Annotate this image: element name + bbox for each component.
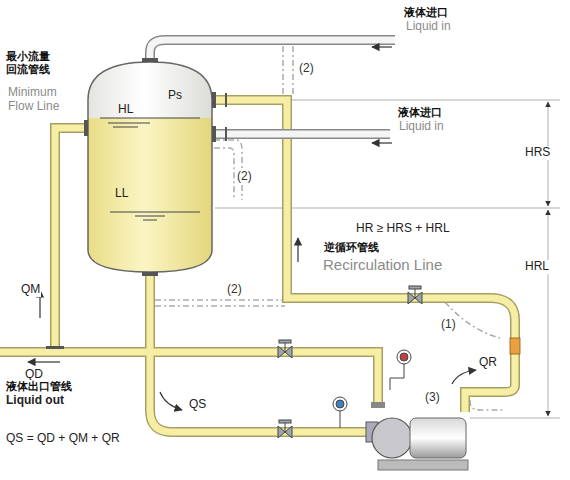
inlet-title: 液体进口 — [403, 6, 449, 19]
inlet-title: Liquid in — [398, 120, 445, 134]
inlet-title: Liquid in — [405, 20, 452, 34]
line-title: 最小流量 回流管线 — [5, 50, 63, 75]
dimension-label: HRS — [524, 146, 551, 160]
flow-equation: QS = QD + QM + QR — [5, 432, 121, 446]
callout-number: (2) — [226, 283, 243, 297]
dimension-label: HRL — [524, 260, 550, 274]
callout-number: (3) — [424, 391, 441, 405]
level-label: Ps — [168, 88, 182, 102]
inlet-title: 液体进口 — [397, 106, 443, 119]
tank-vessel: PsHL LL — [88, 62, 212, 272]
flow-label: QM — [20, 283, 41, 297]
dimension-label: HR ≥ HRS + HRL — [355, 222, 451, 236]
line-title: Liquid out — [5, 394, 65, 408]
line-title: Recirculation Line — [322, 256, 443, 273]
flow-label: QR — [478, 356, 498, 370]
level-label: LL — [115, 186, 128, 200]
callout-number: (2) — [298, 62, 315, 76]
callout-number: (2) — [236, 170, 253, 184]
level-label: HL — [118, 102, 133, 116]
line-title: 逆循环管线 — [323, 241, 380, 254]
line-title: Minimum Flow Line — [7, 86, 85, 114]
flow-label: QS — [188, 398, 207, 412]
line-title: 液体出口管线 — [5, 380, 73, 393]
callout-number: (1) — [440, 318, 457, 332]
